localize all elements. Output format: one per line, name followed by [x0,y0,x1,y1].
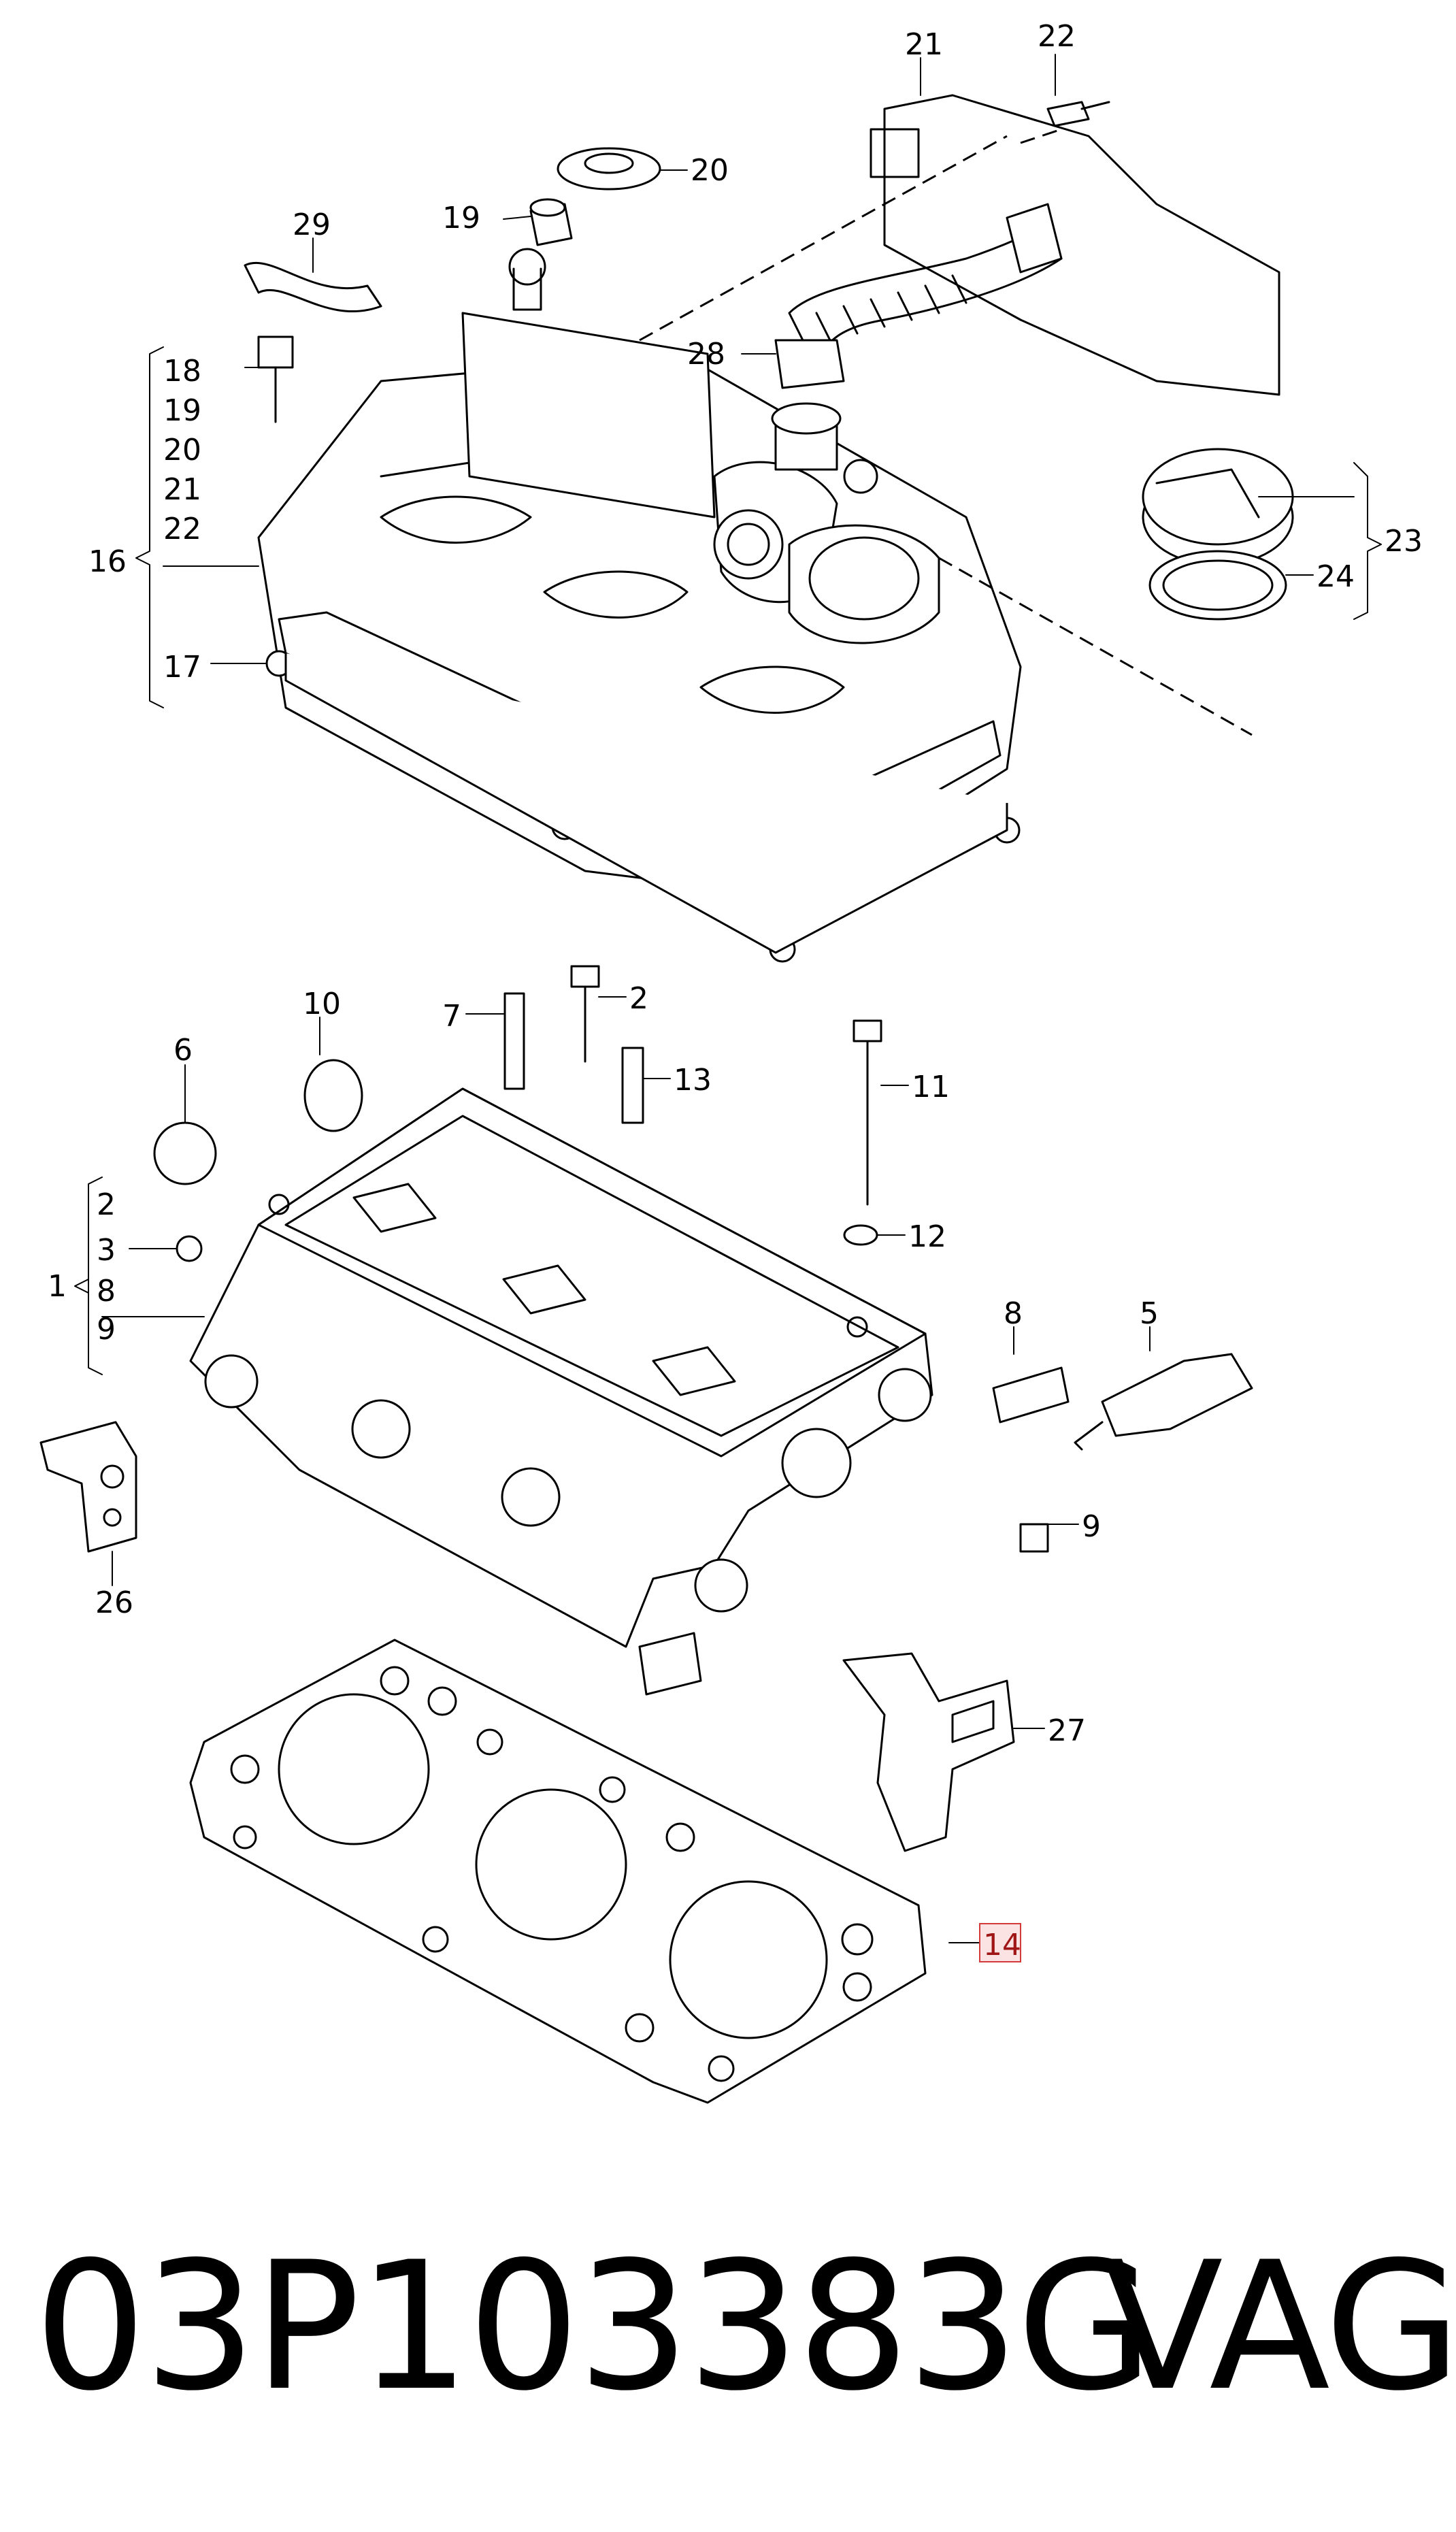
callout-21: 21 [163,472,201,507]
callout-14: 14 [983,1928,1021,1962]
callout-2: 2 [97,1187,116,1222]
callout-23: 23 [1385,524,1423,559]
oil-filler-cap [1142,448,1294,621]
callout-8: 8 [1004,1296,1023,1331]
callout-29: 29 [293,208,331,242]
callout-16: 16 [88,544,127,579]
head-gasket [189,1639,927,2104]
callout-27: 27 [1048,1713,1086,1748]
callout-7: 7 [442,999,461,1034]
callout-9: 9 [97,1312,116,1347]
callout-6: 6 [173,1033,193,1068]
part-number: 03P103383G [34,2224,1154,2430]
callouts: 21 22 20 19 29 28 18 19 20 21 22 16 17 2… [48,19,1423,1962]
callout-3: 3 [97,1233,116,1268]
callout-9: 9 [1082,1509,1101,1544]
callout-10: 10 [303,987,341,1021]
callout-17: 17 [163,650,201,685]
callout-21: 21 [905,27,943,62]
breather-hose [774,203,1063,389]
callout-1: 1 [48,1269,67,1304]
callout-18: 18 [163,354,201,389]
callout-19: 19 [442,201,480,235]
bracket-21 [639,94,1280,736]
cylinder-head [189,1087,933,1696]
callout-19: 19 [163,393,201,428]
callout-24: 24 [1317,559,1355,594]
callout-13: 13 [674,1063,712,1098]
callout-2: 2 [629,981,648,1016]
callout-22: 22 [1038,19,1076,54]
valve-cover [257,248,1022,963]
callout-5: 5 [1140,1296,1159,1331]
callout-20: 20 [691,153,729,188]
callout-8: 8 [97,1274,116,1309]
brand-name: VAG [1102,2224,1456,2430]
callout-11: 11 [912,1070,950,1104]
highlight-box [979,1923,1021,1962]
bracket-27 [842,1652,1015,1852]
small-parts-top [244,101,1110,423]
callout-12: 12 [908,1219,946,1254]
callout-28: 28 [687,337,725,372]
callout-20: 20 [163,433,201,467]
bracket-26 [39,1421,137,1553]
callout-26: 26 [95,1585,133,1620]
callout-22: 22 [163,512,201,546]
leader-lines [74,54,1382,1943]
